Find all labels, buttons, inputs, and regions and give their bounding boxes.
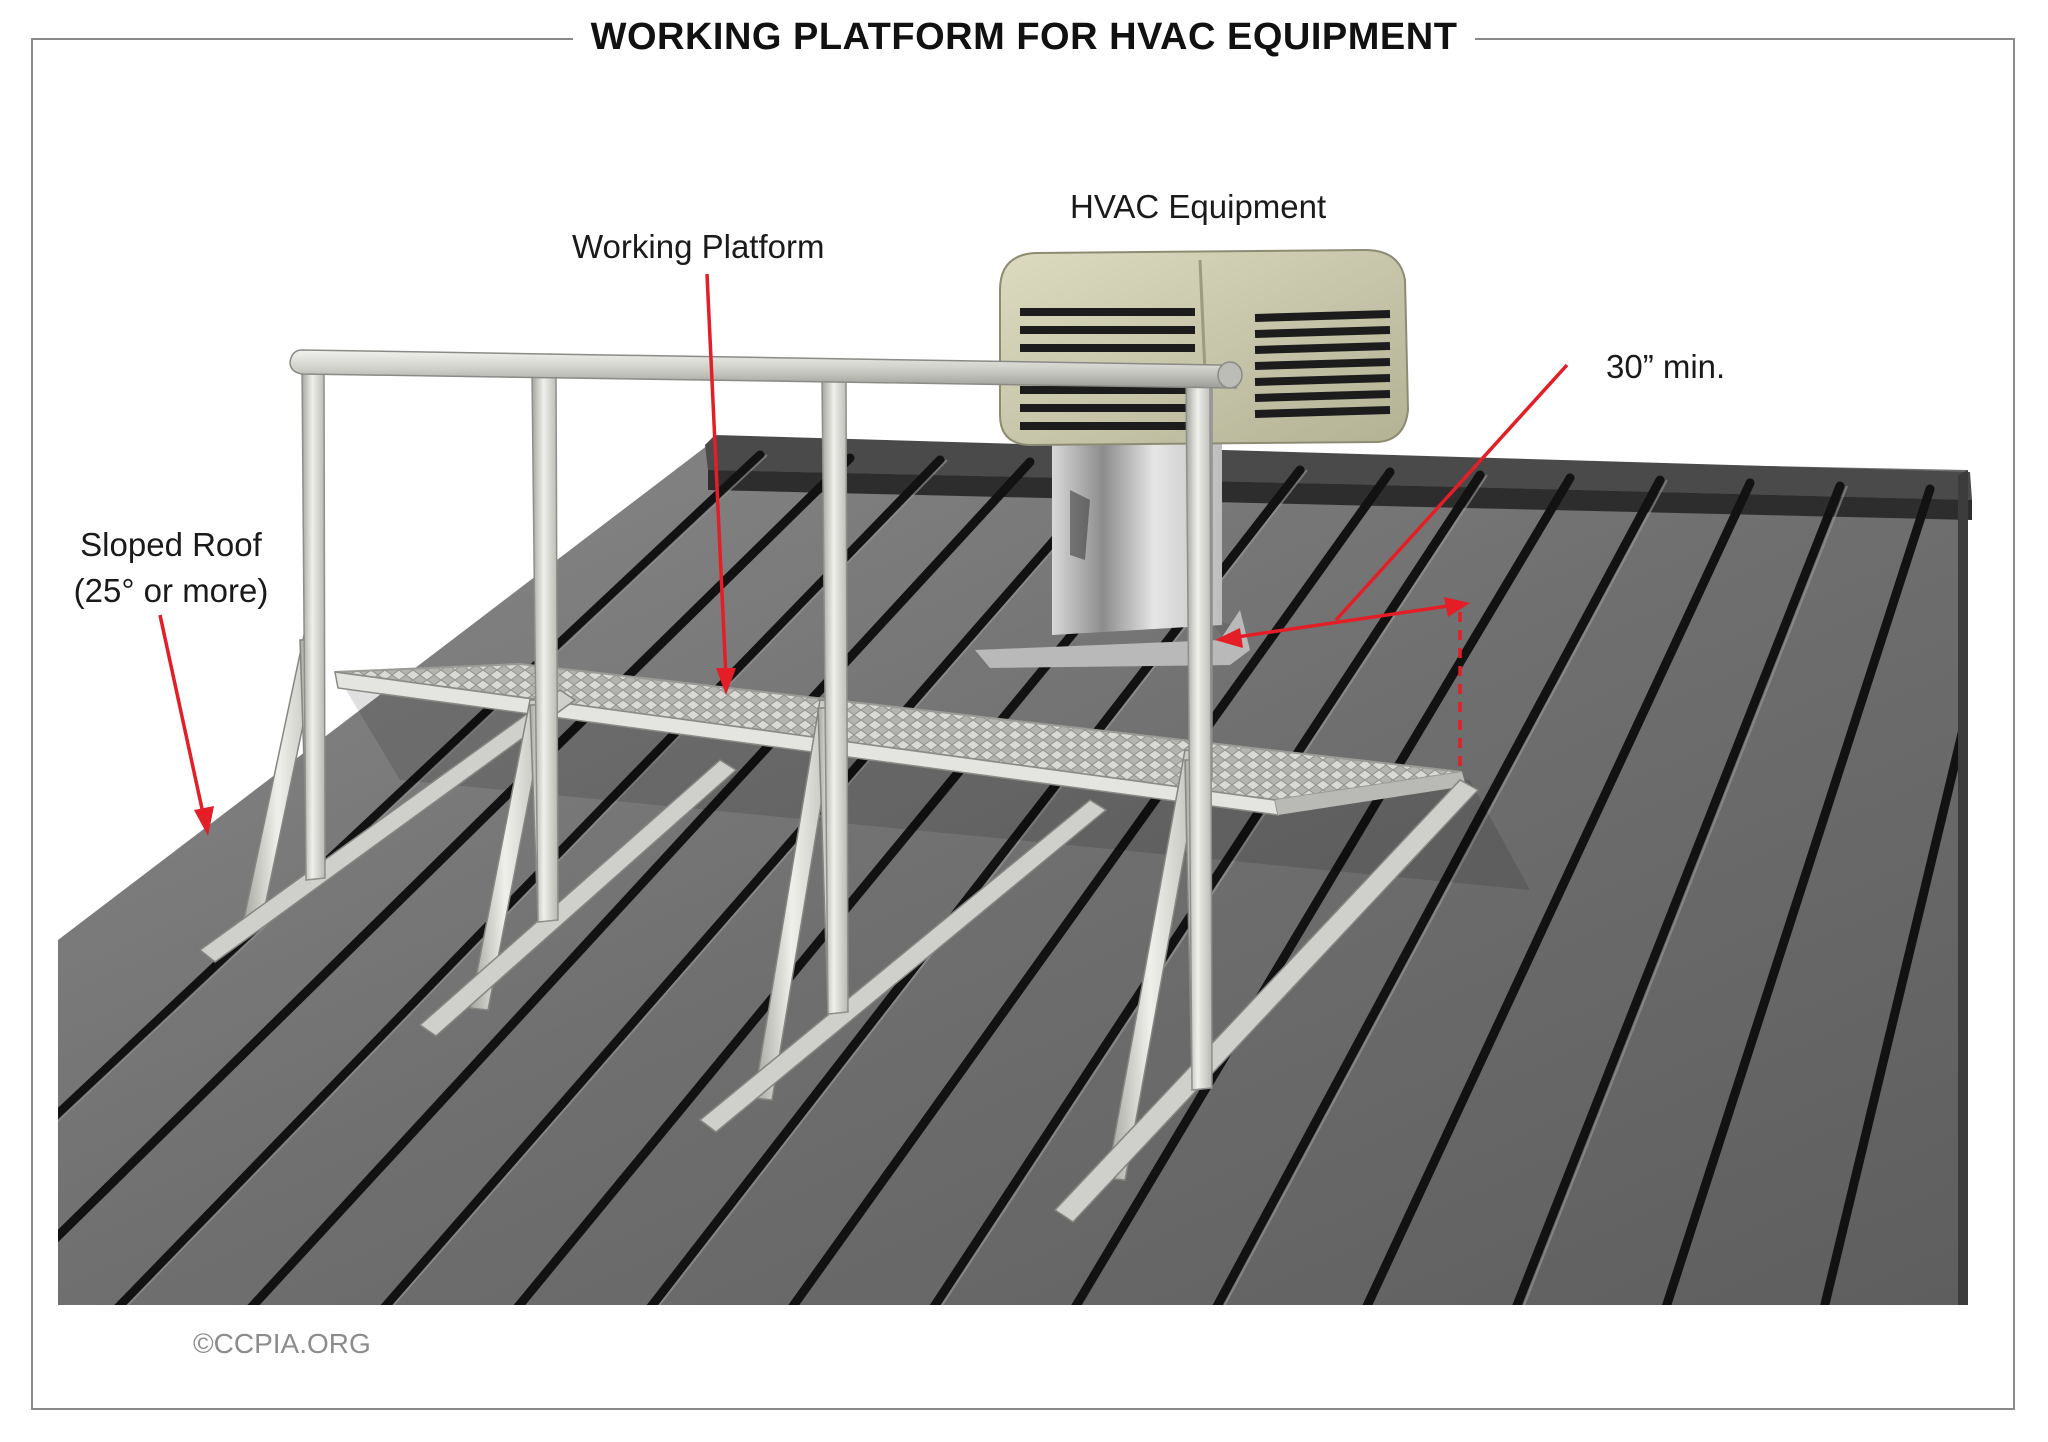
diagram-title: WORKING PLATFORM FOR HVAC EQUIPMENT: [572, 16, 1476, 59]
copyright-text: ©CCPIA.ORG: [193, 1328, 371, 1359]
label-hvac-equipment: HVAC Equipment: [1070, 188, 1327, 225]
label-clearance: 30” min.: [1606, 348, 1726, 385]
label-sloped-roof-line1: Sloped Roof: [80, 526, 262, 563]
roof-seams: [58, 450, 1968, 1305]
top-rail: [289, 349, 1243, 389]
label-sloped-roof-line2: (25° or more): [73, 572, 269, 609]
label-sloped-roof: Sloped Roof (25° or more): [66, 522, 276, 614]
title-container: WORKING PLATFORM FOR HVAC EQUIPMENT: [0, 16, 2048, 59]
label-working-platform: Working Platform: [572, 228, 825, 265]
hvac-unit: [999, 248, 1410, 447]
hvac-curb: [1052, 440, 1222, 635]
annotation-arrows: [158, 273, 1569, 836]
